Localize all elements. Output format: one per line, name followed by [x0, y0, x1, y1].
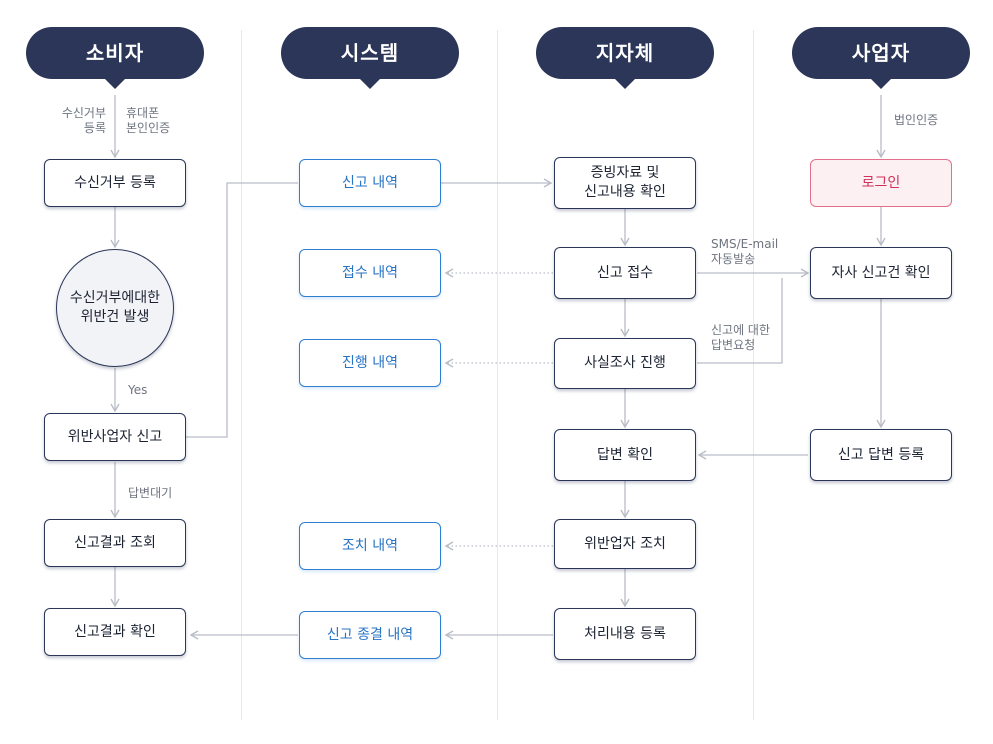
step-register-processing: 처리내용 등록	[554, 608, 696, 660]
note-phone-auth: 휴대폰 본인인증	[126, 106, 171, 135]
record-action-history: 조치 내역	[299, 522, 441, 570]
step-label: 자사 신고건 확인	[831, 264, 931, 281]
step-label: 처리내용 등록	[584, 625, 666, 642]
step-label: 사실조사 진행	[584, 355, 666, 371]
step-label: 신고결과 확인	[74, 623, 156, 640]
note-answer-request: 신고에 대한 답변요청	[711, 323, 771, 352]
lane-title: 소비자	[85, 41, 145, 65]
record-progress-history: 진행 내역	[299, 339, 441, 387]
record-label: 신고 종결 내역	[326, 626, 414, 643]
lane-header-consumer: 소비자	[26, 27, 204, 89]
step-violation-occurs: 수신거부에대한 위반건 발생	[56, 249, 174, 367]
note-register: 수신거부 등록	[61, 106, 106, 135]
lane-divider	[497, 30, 498, 720]
note-sms-email: SMS/E-mail 자동발송	[711, 237, 779, 266]
step-action-violator: 위반업자 조치	[554, 519, 696, 569]
step-label: 수신거부에대한 위반건 발생	[69, 290, 161, 325]
step-check-reports: 자사 신고건 확인	[810, 247, 952, 299]
record-label: 신고 내역	[342, 174, 398, 191]
arrow-investigate-to-business	[697, 278, 783, 364]
arrow-report-to-system	[185, 182, 298, 438]
step-verify-evidence: 증빙자료 및 신고내용 확인	[554, 157, 696, 209]
step-label: 증빙자료 및 신고내용 확인	[584, 165, 666, 200]
step-confirm-answer: 답변 확인	[554, 429, 696, 481]
step-register-reject: 수신거부 등록	[44, 159, 186, 207]
record-report-history: 신고 내역	[299, 159, 441, 207]
step-label: 수신거부 등록	[74, 174, 156, 191]
step-receive-report: 신고 접수	[554, 247, 696, 299]
lane-header-local-gov: 지자체	[536, 27, 714, 89]
note-yes: Yes	[128, 383, 148, 397]
step-confirm-result: 신고결과 확인	[44, 608, 186, 656]
step-label: 위반사업자 신고	[67, 428, 163, 445]
lane-title: 사업자	[851, 41, 911, 65]
note-wait-answer: 답변대기	[128, 486, 173, 500]
lane-header-system: 시스템	[281, 27, 459, 89]
step-label: 신고 답변 등록	[837, 446, 925, 463]
step-report-violator: 위반사업자 신고	[44, 413, 186, 461]
step-label: 로그인	[861, 174, 901, 191]
record-label: 조치 내역	[342, 537, 398, 554]
lane-divider	[241, 30, 242, 720]
record-label: 진행 내역	[342, 354, 398, 371]
step-investigate: 사실조사 진행	[554, 338, 696, 389]
step-label: 답변 확인	[597, 446, 653, 463]
note-corp-auth: 법인인증	[894, 113, 939, 127]
record-closure-history: 신고 종결 내역	[299, 611, 441, 659]
step-query-result: 신고결과 조회	[44, 519, 186, 567]
lane-title: 시스템	[340, 41, 400, 65]
step-register-answer: 신고 답변 등록	[810, 429, 952, 481]
step-label: 신고결과 조회	[74, 534, 156, 551]
step-login: 로그인	[810, 159, 952, 207]
lane-title: 지자체	[595, 41, 655, 65]
record-label: 접수 내역	[342, 264, 398, 281]
record-receipt-history: 접수 내역	[299, 249, 441, 297]
lane-header-business: 사업자	[792, 27, 970, 89]
step-label: 위반업자 조치	[584, 535, 666, 552]
lane-divider	[753, 30, 754, 720]
step-label: 신고 접수	[597, 264, 653, 281]
